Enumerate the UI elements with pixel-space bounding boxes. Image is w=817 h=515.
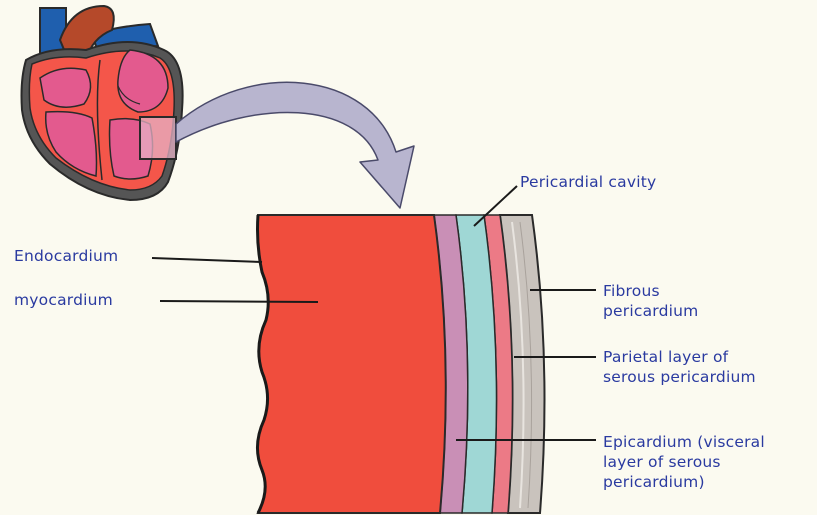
label-fibrous-line1: Fibrous [603, 281, 698, 301]
label-myocardium: myocardium [14, 290, 113, 310]
myocardium-layer [257, 215, 445, 513]
heart-illustration [22, 6, 183, 200]
label-epicardium-line3: pericardium) [603, 472, 765, 492]
label-fibrous-pericardium: Fibrous pericardium [603, 281, 698, 321]
zoom-box [140, 117, 176, 159]
leader-myocardium [160, 301, 318, 302]
label-epicardium-line2: layer of serous [603, 452, 765, 472]
label-endocardium: Endocardium [14, 246, 118, 266]
leader-endocardium [152, 258, 262, 262]
zoom-arrow [176, 82, 414, 208]
label-fibrous-line2: pericardium [603, 301, 698, 321]
right-atrium [40, 68, 91, 107]
label-parietal-line1: Parietal layer of [603, 347, 756, 367]
heart-wall-cross-section [257, 215, 544, 513]
label-parietal-line2: serous pericardium [603, 367, 756, 387]
label-parietal-layer: Parietal layer of serous pericardium [603, 347, 756, 387]
label-pericardial-cavity: Pericardial cavity [520, 172, 656, 192]
label-epicardium-line1: Epicardium (visceral [603, 432, 765, 452]
label-epicardium: Epicardium (visceral layer of serous per… [603, 432, 765, 492]
